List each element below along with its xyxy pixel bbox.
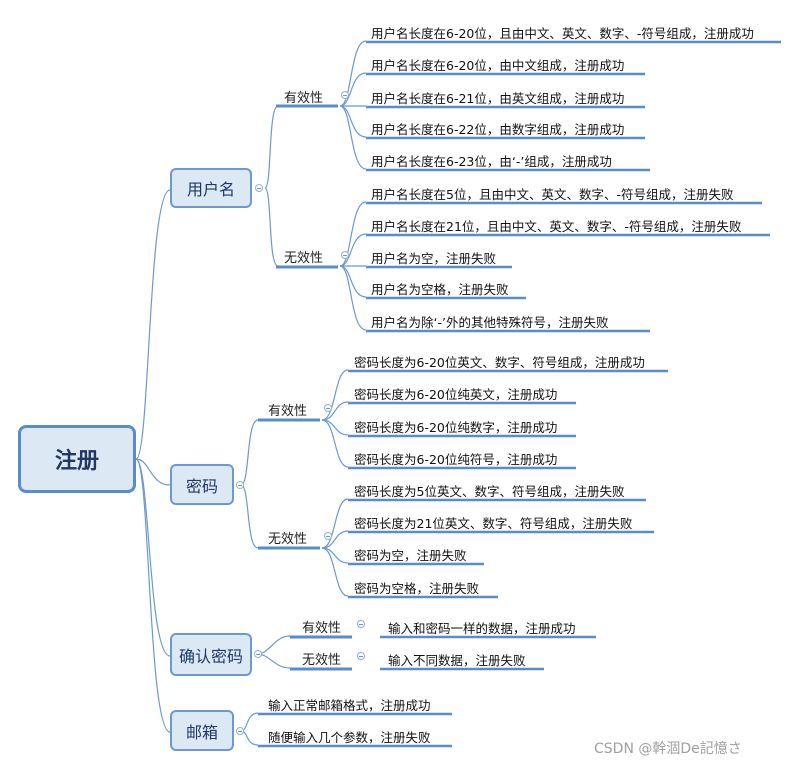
confirm-valid-item[interactable]: 输入和密码一样的数据，注册成功: [388, 621, 576, 636]
password-invalid-label[interactable]: 无效性: [268, 532, 308, 547]
node-password[interactable]: 密码: [170, 464, 234, 505]
collapse-icon[interactable]: [357, 620, 365, 628]
password-invalid-item[interactable]: 密码为空格，注册失败: [354, 581, 480, 596]
username-valid-item[interactable]: 用户名长度在6-20位，且由中文、英文、数字、-符号组成，注册成功: [371, 26, 754, 41]
confirm-invalid-label[interactable]: 无效性: [302, 653, 342, 668]
username-valid-item[interactable]: 用户名长度在6-21位，由英文组成，注册成功: [371, 91, 625, 106]
watermark: CSDN @幹涸De記憶さ: [594, 741, 742, 757]
email-item[interactable]: 随便输入几个参数，注册失败: [268, 730, 431, 745]
password-invalid-item[interactable]: 密码长度为21位英文、数字、符号组成，注册失败: [354, 516, 633, 531]
confirm-invalid-item[interactable]: 输入不同数据，注册失败: [388, 653, 526, 668]
username-invalid-item[interactable]: 用户名长度在5位，且由中文、英文、数字、-符号组成，注册失败: [371, 187, 734, 202]
password-valid-item[interactable]: 密码长度为6-20位纯英文，注册成功: [354, 387, 558, 402]
password-valid-item[interactable]: 密码长度为6-20位英文、数字、符号组成，注册成功: [354, 355, 645, 370]
username-invalid-label[interactable]: 无效性: [284, 251, 324, 266]
node-email[interactable]: 邮箱: [170, 710, 234, 751]
root-node[interactable]: 注册: [18, 425, 136, 493]
collapse-icon[interactable]: [341, 251, 349, 259]
collapse-icon[interactable]: [236, 481, 244, 489]
collapse-icon[interactable]: [255, 184, 263, 192]
password-invalid-item[interactable]: 密码长度为5位英文、数字、符号组成，注册失败: [354, 484, 625, 499]
username-invalid-item[interactable]: 用户名为除‘-’外的其他特殊符号，注册失败: [371, 315, 609, 330]
password-valid-label[interactable]: 有效性: [268, 404, 308, 419]
collapse-icon[interactable]: [324, 404, 332, 412]
collapse-icon[interactable]: [236, 727, 244, 735]
username-invalid-item[interactable]: 用户名为空，注册失败: [371, 251, 497, 266]
email-item[interactable]: 输入正常邮箱格式，注册成功: [268, 698, 431, 713]
collapse-icon[interactable]: [324, 532, 332, 540]
username-valid-label[interactable]: 有效性: [284, 91, 324, 106]
collapse-icon[interactable]: [341, 91, 349, 99]
node-username[interactable]: 用户名: [170, 168, 252, 208]
username-invalid-item[interactable]: 用户名长度在21位，且由中文、英文、数字、-符号组成，注册失败: [371, 219, 742, 234]
password-invalid-item[interactable]: 密码为空，注册失败: [354, 548, 467, 563]
username-valid-item[interactable]: 用户名长度在6-20位，由中文组成，注册成功: [371, 58, 625, 73]
username-valid-item[interactable]: 用户名长度在6-23位，由‘-’组成，注册成功: [371, 154, 612, 169]
username-valid-item[interactable]: 用户名长度在6-22位，由数字组成，注册成功: [371, 122, 625, 137]
password-valid-item[interactable]: 密码长度为6-20位纯符号，注册成功: [354, 452, 558, 467]
password-valid-item[interactable]: 密码长度为6-20位纯数字，注册成功: [354, 420, 558, 435]
collapse-icon[interactable]: [357, 652, 365, 660]
collapse-icon[interactable]: [254, 650, 262, 658]
confirm-valid-label[interactable]: 有效性: [302, 621, 342, 636]
node-confirm-password[interactable]: 确认密码: [170, 633, 252, 676]
username-invalid-item[interactable]: 用户名为空格，注册失败: [371, 282, 509, 297]
